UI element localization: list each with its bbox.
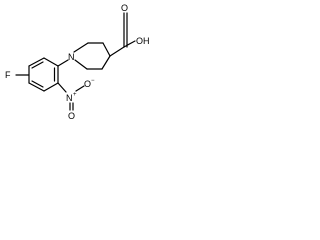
bond-c4-c5 [101,55,111,70]
nitro-group [57,82,85,111]
bond-n-c1ar [57,59,69,67]
bond-c3-c4 [102,42,111,57]
molecule-svg: N O OH F N + O − O [5,3,150,121]
nitro-oxygen-charge: − [91,78,95,84]
bond-c6-c1ar [43,57,59,67]
bond-nnitro-otop [75,85,85,92]
bond-cacid-oh [123,40,136,48]
bond-c3-c4ar-inner [31,80,44,88]
fluorine-label: F [5,70,11,80]
benzene-ring [15,57,69,92]
carboxyl-oh-label: OH [136,36,150,46]
carboxyl-o-label: O [121,3,128,13]
bond-c5-c6ar [28,57,45,67]
bond-n-c2 [73,42,89,53]
bond-c2-c3ar [43,82,59,92]
bond-c6-n [74,59,88,70]
nitro-nitrogen-label: N [66,93,73,103]
bond-c5-c6ar-inner [31,61,44,69]
ring-nitrogen-label: N [68,52,75,62]
structure-diagram: N O OH F N + O − O [0,0,158,122]
bond-c4-cacid [109,46,125,57]
nitro-oxygen-top-label: O [84,79,91,89]
bond-c2ar-nnitro [57,82,67,93]
bond-c3-c4ar [28,82,45,92]
nitro-nitrogen-charge: + [73,92,77,98]
carboxyl-group [109,12,136,57]
nitro-oxygen-bottom-label: O [68,111,75,121]
piperidine-ring [73,42,111,70]
